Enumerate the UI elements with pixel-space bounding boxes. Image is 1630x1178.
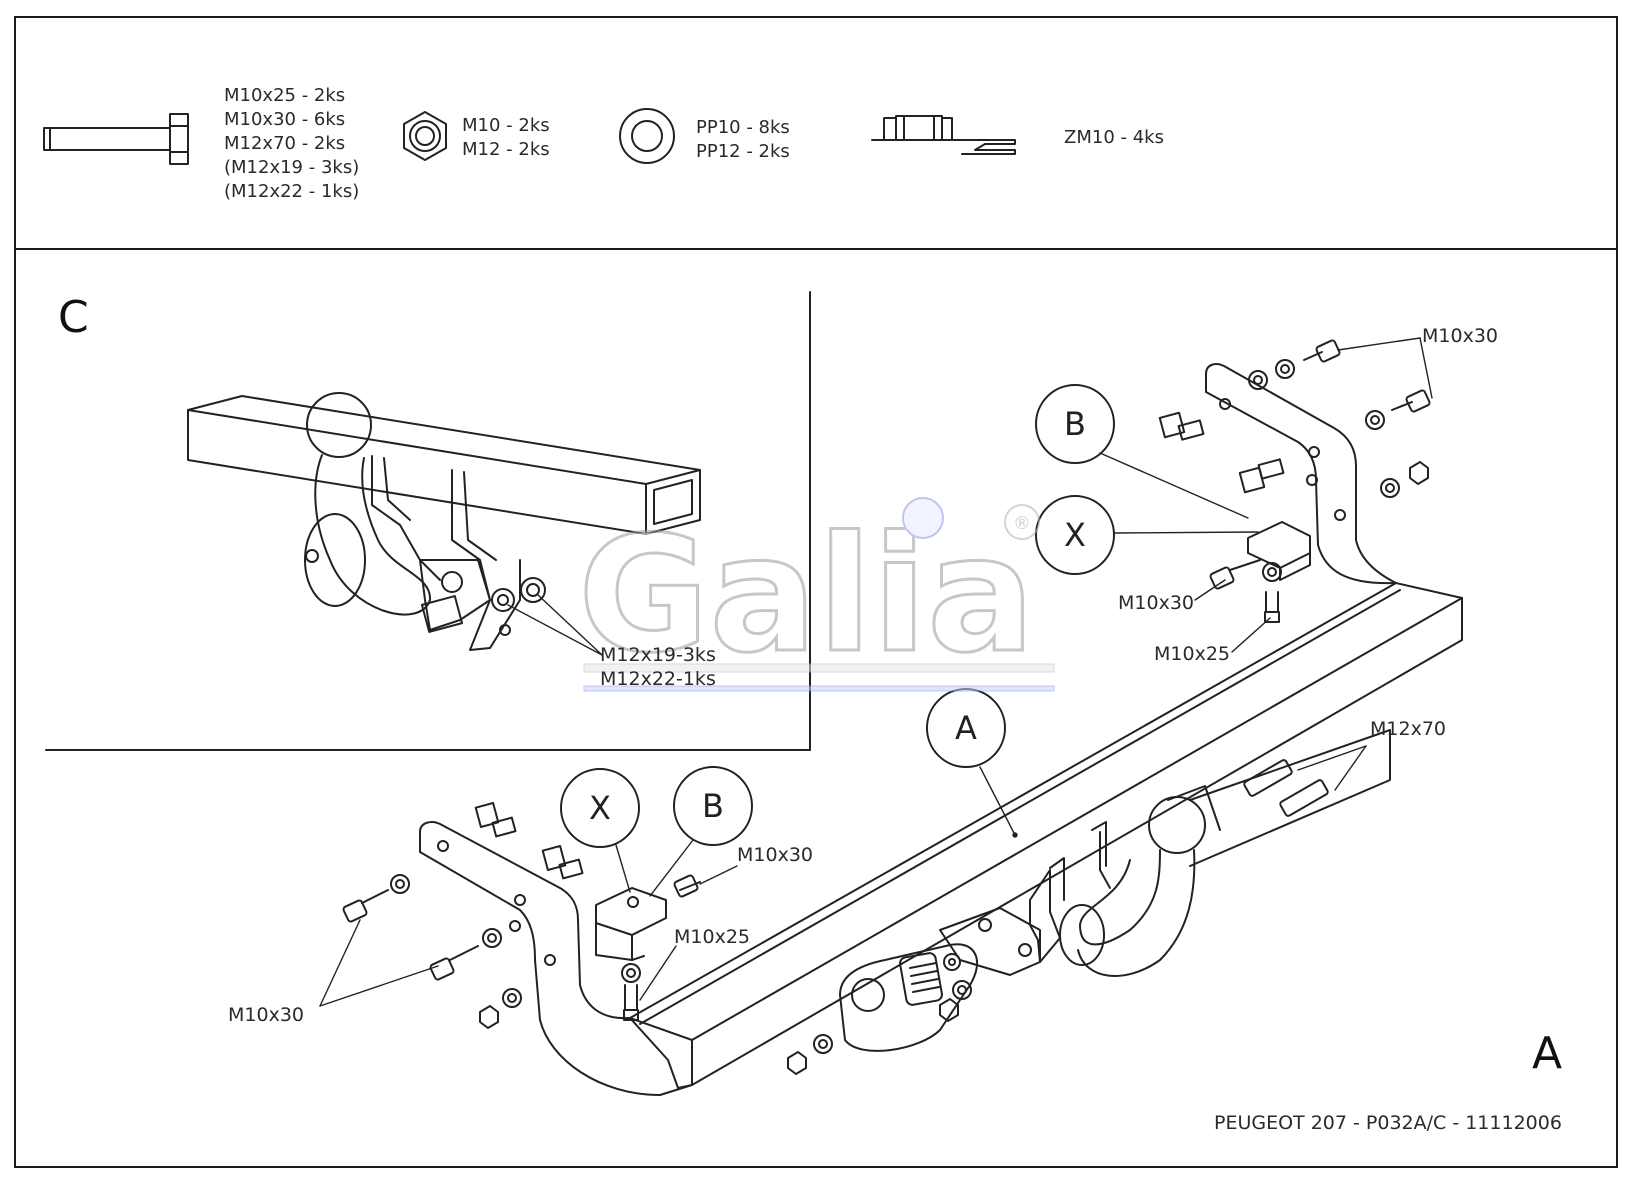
watermark-brand: Galia xyxy=(578,501,1035,688)
fasteners-left xyxy=(342,802,584,1029)
inset-label-2: M12x22-1ks xyxy=(600,668,716,690)
fasteners-center xyxy=(787,953,972,1075)
bolt-size-3: M12x70 - 2ks xyxy=(224,133,346,154)
bubble-x-top xyxy=(1035,495,1115,575)
bubble-b-top xyxy=(1035,384,1115,464)
bolt-size-2: M10x30 - 6ks xyxy=(224,109,346,130)
callout-m10x25-center: M10x25 xyxy=(674,926,750,948)
bubble-b-bottom-letter: B xyxy=(702,787,724,825)
bubble-b-bottom xyxy=(673,766,753,846)
inset-tow-ball xyxy=(304,392,432,616)
bubble-a-main-letter: A xyxy=(955,709,977,747)
main-letter-a: A xyxy=(1532,1028,1563,1079)
fasteners-right xyxy=(1158,339,1431,817)
callout-m10x30-center: M10x30 xyxy=(737,844,813,866)
callout-m10x30-right: M10x30 xyxy=(1118,592,1194,614)
bolt-size-5: (M12x22 - 1ks) xyxy=(224,181,360,202)
washer-size-2: PP12 - 2ks xyxy=(696,141,790,162)
electrical-socket-plate xyxy=(839,943,979,1052)
drawing-frame xyxy=(14,248,1618,1168)
inset-letter-c: C xyxy=(58,292,89,343)
main-center-brackets xyxy=(939,729,1391,976)
center-angle-bracket xyxy=(595,874,701,1021)
washer-sizes-list: PP10 - 8ks PP12 - 2ks xyxy=(696,116,790,164)
watermark-reg: ® xyxy=(1013,513,1031,534)
callout-m10x25-right: M10x25 xyxy=(1154,643,1230,665)
washer-size-1: PP10 - 8ks xyxy=(696,117,790,138)
galia-watermark: Galia ® xyxy=(577,497,1055,692)
nut-size-2: M12 - 2ks xyxy=(462,139,550,160)
right-side-plate xyxy=(1205,363,1397,585)
bubble-x-bottom xyxy=(560,768,640,848)
nut-sizes-list: M10 - 2ks M12 - 2ks xyxy=(462,114,550,162)
callout-m10x30-top: M10x30 xyxy=(1422,325,1498,347)
callout-m10x30-left: M10x30 xyxy=(228,1004,304,1026)
clip-nut-size: ZM10 - 4ks xyxy=(1064,127,1164,148)
bubble-x-top-letter: X xyxy=(1064,516,1086,554)
clip-nut-icon xyxy=(871,115,1016,155)
bubble-b-top-letter: B xyxy=(1064,405,1086,443)
inset-brackets xyxy=(371,455,546,651)
callout-m12x70: M12x70 xyxy=(1370,718,1446,740)
main-tow-ball xyxy=(1059,785,1221,977)
drawing-caption: PEUGEOT 207 - P032A/C - 11112006 xyxy=(1214,1112,1562,1134)
bolt-icon xyxy=(43,113,189,165)
bolt-size-1: M10x25 - 2ks xyxy=(224,85,346,106)
inset-leader-1 xyxy=(507,604,603,656)
left-side-plate xyxy=(419,821,693,1096)
main-crossbar-tube xyxy=(629,582,1463,1089)
bolt-size-4: (M12x19 - 3ks) xyxy=(224,157,360,178)
inset-bolt-labels: M12x19-3ks M12x22-1ks xyxy=(600,643,716,691)
washer-icon xyxy=(619,108,675,164)
inset-crossbar-tube xyxy=(187,395,701,535)
bubble-x-bottom-letter: X xyxy=(589,789,611,827)
inset-label-1: M12x19-3ks xyxy=(600,644,716,666)
bolt-sizes-list: M10x25 - 2ks M10x30 - 6ks M12x70 - 2ks (… xyxy=(224,84,359,204)
leader-lines xyxy=(319,337,1433,1007)
nut-size-1: M10 - 2ks xyxy=(462,115,550,136)
hex-nut-icon xyxy=(403,111,447,161)
inset-leader-2 xyxy=(537,594,603,656)
